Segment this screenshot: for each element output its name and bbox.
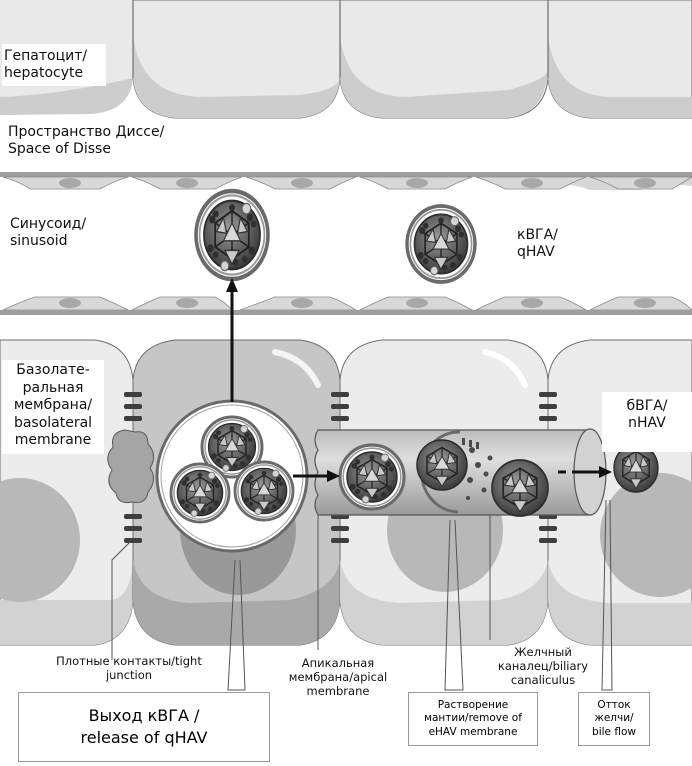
label-sinusoid: Синусоид/ sinusoid	[10, 216, 87, 250]
arrow-to-canaliculus	[293, 470, 340, 482]
label-apical-membrane: Апикальная мембрана/apical membrane	[288, 656, 388, 699]
qhav-shedding-membrane	[416, 430, 493, 514]
top-hepatocyte-row	[0, 0, 692, 119]
callout-release-qhav: Выход кВГА / release of qHAV	[18, 692, 270, 762]
callout-remove-membrane: Растворение мантии/remove of eHAV membra…	[408, 692, 538, 746]
multivesicular-body	[155, 399, 309, 553]
label-qhav: кВГА/ qHAV	[517, 227, 558, 261]
qhav-particle-sinusoid-2	[407, 206, 475, 282]
leader-lines	[111, 499, 613, 691]
label-tight-junction: Плотные контакты/tight junction	[56, 654, 202, 683]
callout-bile-flow: Отток желчи/ bile flow	[578, 692, 650, 746]
nucleus-0	[0, 478, 80, 602]
arrow-release-to-sinusoid	[226, 278, 238, 402]
tight-junctions	[124, 392, 557, 543]
label-space-of-disse: Пространство Диссе/ Space of Disse	[8, 124, 165, 158]
nhav-in-canaliculus	[491, 459, 549, 517]
label-basolateral-membrane: Базолате- ральная мембрана/ basolateral …	[2, 360, 104, 454]
nucleus-3	[600, 473, 692, 597]
label-hepatocyte: Гепатоцит/ hepatocyte	[2, 44, 106, 87]
basolateral-bulge	[107, 429, 154, 504]
endothelium-top	[0, 172, 692, 190]
label-nhav: бВГА/ nHAV	[602, 392, 692, 452]
arrow-bile-flow	[558, 466, 612, 478]
qhav-in-canaliculus	[340, 445, 404, 509]
endothelium-bottom	[0, 296, 692, 315]
label-biliary-canaliculus: Желчный каналец/biliary canaliculus	[497, 645, 589, 688]
qhav-particle-sinusoid-1	[196, 191, 268, 279]
